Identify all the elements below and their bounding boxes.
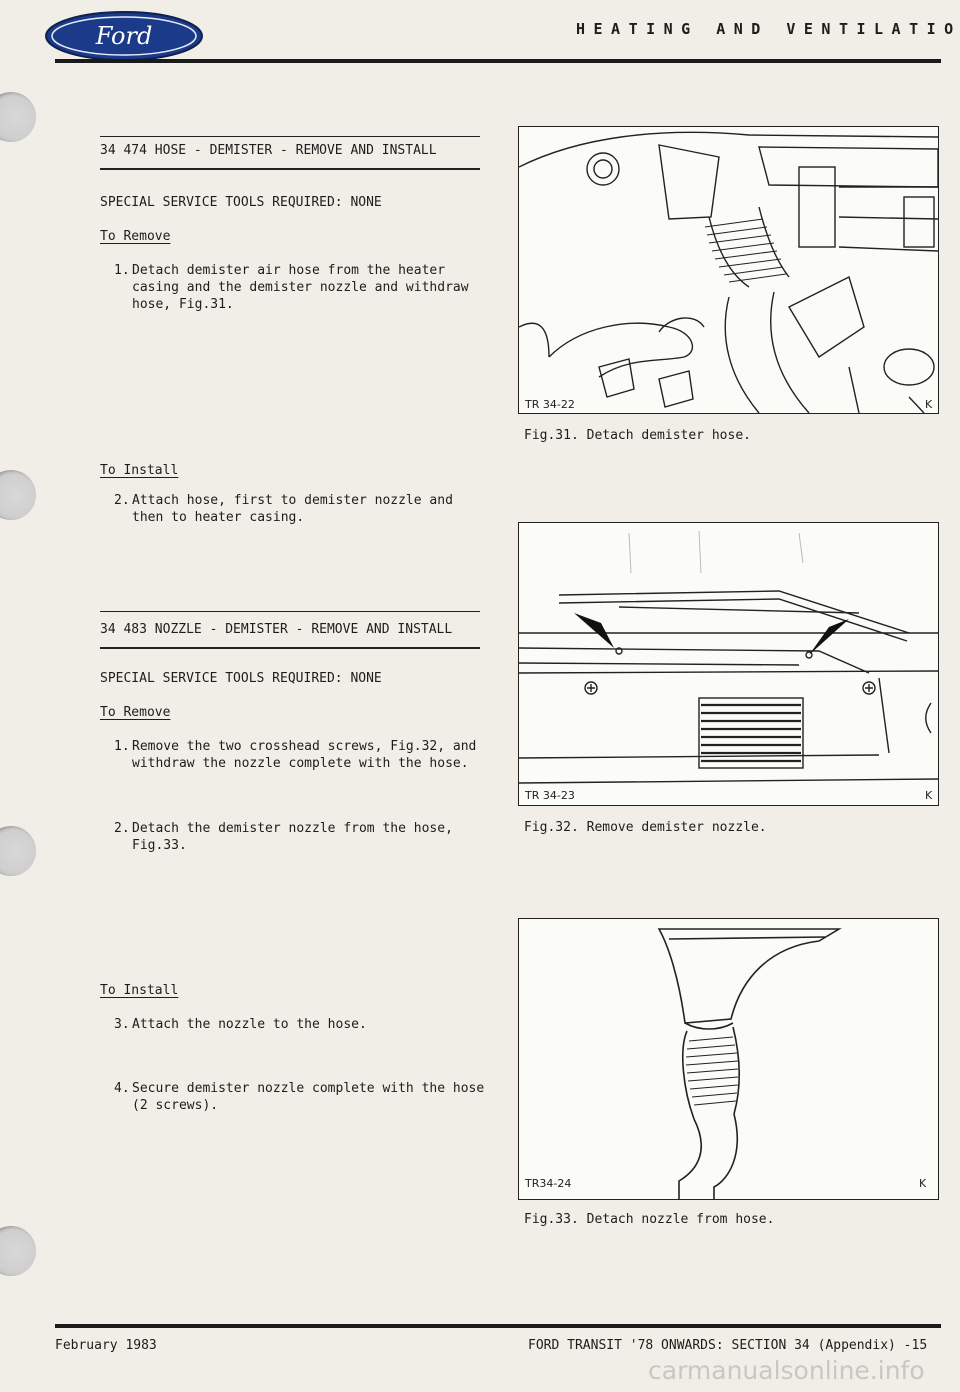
section-rule (100, 611, 480, 612)
step-text: Detach demister air hose from the heater… (132, 263, 469, 312)
figure-33-caption: Fig.33. Detach nozzle from hose. (524, 1212, 775, 1227)
header-rule (55, 59, 941, 63)
install-heading: To Install (100, 983, 179, 998)
step-number: 4. (114, 1081, 130, 1096)
step-text: Remove the two crosshead screws, Fig.32,… (132, 739, 477, 771)
tools-required: SPECIAL SERVICE TOOLS REQUIRED: NONE (100, 671, 382, 686)
ford-logo: Ford (44, 10, 204, 62)
footer-section: FORD TRANSIT '78 ONWARDS: SECTION 34 (Ap… (528, 1338, 928, 1353)
figure-ref: TR 34-22 (524, 398, 575, 411)
figure-31-hose-illustration: TR 34-22 K (518, 126, 939, 414)
punch-hole (0, 1226, 36, 1276)
step-number: 1. (114, 263, 130, 278)
step-text: Detach the demister nozzle from the hose… (132, 821, 453, 853)
figure-31-caption: Fig.31. Detach demister hose. (524, 428, 751, 443)
step-number: 3. (114, 1017, 130, 1032)
remove-heading: To Remove (100, 705, 171, 720)
section-rule (100, 136, 480, 137)
figure-ref: TR 34-23 (524, 789, 575, 802)
figure-mark: K (925, 789, 933, 802)
figure-32-nozzle-illustration: TR 34-23 K (518, 522, 939, 806)
section-rule (100, 647, 480, 649)
step-number: 2. (114, 493, 130, 508)
figure-33-nozzle-hose-illustration: TR34-24 K (518, 918, 939, 1200)
footer-date: February 1983 (55, 1338, 157, 1353)
figure-mark: K (925, 398, 933, 411)
figure-ref: TR34-24 (524, 1177, 571, 1190)
svg-text:Ford: Ford (95, 22, 153, 50)
punch-hole (0, 92, 36, 142)
punch-hole (0, 470, 36, 520)
punch-hole (0, 826, 36, 876)
step-number: 2. (114, 821, 130, 836)
step-text: Attach the nozzle to the hose. (132, 1017, 367, 1032)
figure-mark: K (919, 1177, 927, 1190)
footer-rule (55, 1324, 941, 1328)
figure-32-caption: Fig.32. Remove demister nozzle. (524, 820, 767, 835)
section-title-hose: 34 474 HOSE - DEMISTER - REMOVE AND INST… (100, 143, 437, 158)
step-number: 1. (114, 739, 130, 754)
step-text: Secure demister nozzle complete with the… (132, 1081, 485, 1113)
tools-required: SPECIAL SERVICE TOOLS REQUIRED: NONE (100, 195, 382, 210)
step-text: Attach hose, first to demister nozzle an… (132, 493, 453, 525)
watermark: carmanualsonline.info (648, 1356, 925, 1385)
remove-heading: To Remove (100, 229, 171, 244)
section-rule (100, 168, 480, 170)
section-title-nozzle: 34 483 NOZZLE - DEMISTER - REMOVE AND IN… (100, 622, 453, 637)
header-title: HEATING AND VENTILATION (576, 20, 960, 38)
install-heading: To Install (100, 463, 179, 478)
